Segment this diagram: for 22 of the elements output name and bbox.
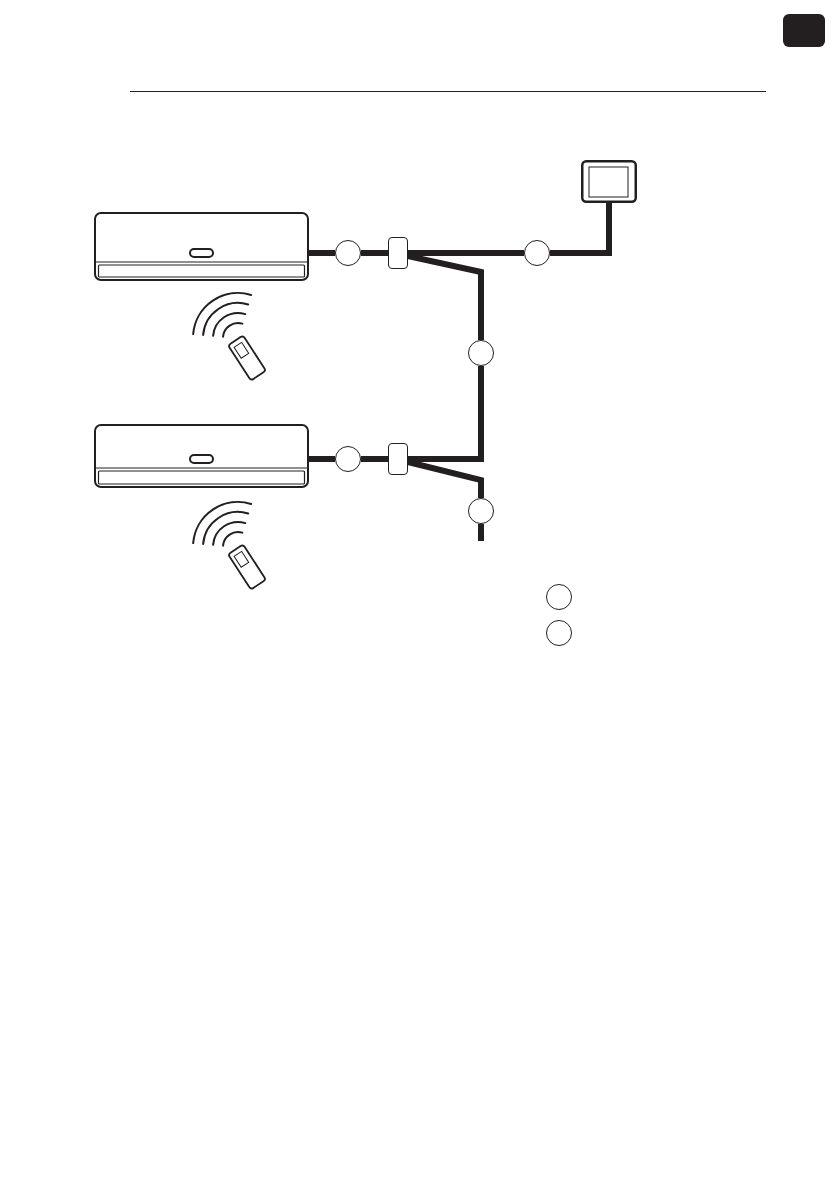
- legend-circle: [546, 620, 572, 646]
- cable: [478, 524, 484, 541]
- cable: [361, 250, 388, 256]
- junction-box: [388, 443, 408, 475]
- cable: [309, 456, 335, 462]
- cable: [309, 250, 335, 256]
- marker-circle: [468, 340, 494, 366]
- cable: [408, 366, 484, 462]
- marker-circle: [335, 446, 361, 472]
- ac-unit-drawing: [94, 212, 309, 281]
- marker-circle: [524, 240, 550, 266]
- junction-box: [388, 237, 408, 269]
- marker-circle: [335, 240, 361, 266]
- cable: [408, 250, 524, 256]
- cable: [550, 203, 612, 256]
- marker-circle: [468, 498, 494, 524]
- ac-unit-drawing: [94, 424, 309, 488]
- legend-circle: [546, 584, 572, 610]
- cable: [361, 456, 388, 462]
- cable: [407, 459, 484, 498]
- wall-controller-drawing: [581, 160, 637, 203]
- cable: [407, 253, 484, 340]
